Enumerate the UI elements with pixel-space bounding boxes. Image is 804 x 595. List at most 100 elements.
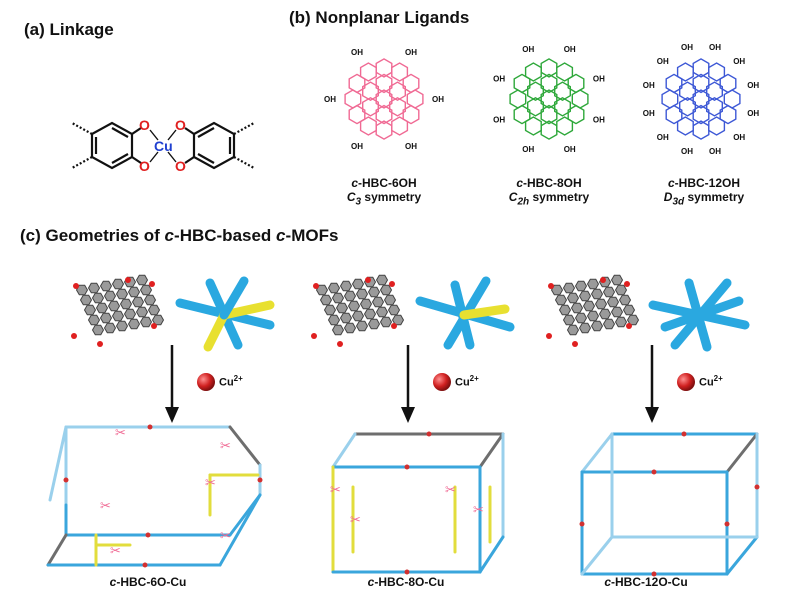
carbon-ring [375,306,389,318]
aromatic-ring [375,73,393,94]
hydroxyl-label: OH [351,48,363,57]
hydroxyl-label: OH [405,142,417,151]
aromatic-ring [406,89,424,109]
carbon-ring [367,286,381,298]
oxygen-atom [548,283,554,289]
aromatic-ring [402,104,420,125]
hydroxyl-label: OH [643,109,655,118]
copper-atom: Cu [154,138,173,154]
aromatic-ring [676,62,694,82]
carbon-ring [327,282,341,294]
oxygen-atom [546,333,552,339]
carbon-ring [363,308,377,320]
oxygen-atom [149,281,155,287]
carbon-ring [135,274,149,286]
carbon-ring [622,304,636,316]
carbon-ring [131,296,145,308]
hydroxyl-label: OH [522,45,534,54]
oxygen-atom [389,281,395,287]
aromatic-ring [708,62,726,82]
carbon-ring [99,312,113,324]
linkage-structure: O O O O Cu [71,117,255,174]
scissors-icon: ✂ [473,502,484,517]
aromatic-ring [723,89,741,109]
aromatic-ring [556,62,574,82]
carbon-ring [594,298,608,310]
carbon-ring [99,280,113,292]
carbon-ring [570,302,584,314]
oxygen-atom [337,341,343,347]
aromatic-ring [344,89,362,109]
aromatic-ring [665,104,683,125]
carbon-ring [95,302,109,314]
carbon-ring [590,320,604,332]
carbon-ring [119,298,133,310]
carbon-ring [618,294,632,306]
carbon-ring [351,278,365,290]
node-rods-6o [175,276,275,352]
carbon-ring [343,322,357,334]
node-rods-12o [648,278,750,352]
scissors-icon: ✂ [350,512,361,527]
hydroxyl-label: OH [747,109,759,118]
aromatic-ring [388,96,407,117]
carbon-ring [379,316,393,328]
panel-a-title: (a) Linkage [24,20,114,39]
carbon-ring [87,282,101,294]
copper-ion-sphere [197,373,215,391]
hydroxyl-label: OH [564,45,576,54]
framework-label-6o-cu: c-HBC-6O-Cu [109,575,187,589]
carbon-ring [123,308,137,320]
aromatic-ring [402,73,420,94]
aromatic-ring [513,104,531,125]
carbon-ring [83,304,97,316]
aromatic-ring [388,81,407,102]
carbon-ring [111,310,125,322]
aromatic-ring [527,96,544,117]
scissors-icon: ✂ [220,528,231,543]
oxygen-atom: O [139,117,150,133]
oxygen-atom [600,277,606,283]
carbon-ring [586,278,600,290]
aromatic-ring [719,73,737,94]
carbon-ring [586,310,600,322]
ligand-label-8oh: c-HBC-8OH C2h symmetry [508,176,590,208]
ligand-3d-model [546,274,640,347]
aromatic-ring [708,116,726,136]
carbon-ring [111,278,125,290]
aromatic-ring [692,89,710,109]
carbon-ring [339,280,353,292]
oxygen-atom [572,341,578,347]
carbon-ring [574,312,588,324]
carbon-ring [139,284,153,296]
carbon-ring [339,312,353,324]
oxygen-atom [391,323,397,329]
aromatic-ring [567,73,585,94]
copper-ion-label: Cu2+ [699,374,723,389]
aromatic-ring [524,62,542,82]
carbon-ring [371,296,385,308]
hydroxyl-label: OH [681,43,693,52]
carbon-ring [598,308,612,320]
carbon-ring [614,284,628,296]
carbon-ring [602,286,616,298]
carbon-ring [582,300,596,312]
hydroxyl-label: OH [733,133,745,142]
reaction-arrow [165,345,179,423]
aromatic-ring [705,96,724,117]
hydroxyl-label: OH [593,116,605,125]
scissors-icon: ✂ [205,475,216,490]
aromatic-ring [362,81,379,102]
panel-b-title: (b) Nonplanar Ligands [289,8,470,27]
hydroxyl-label: OH [351,142,363,151]
framework-6o-cu: ✂ ✂ ✂ ✂ ✂ ✂ [46,424,263,568]
carbon-ring [87,314,101,326]
carbon-ring [359,298,373,310]
oxygen-atom [125,277,131,283]
aromatic-ring [679,96,696,117]
oxygen-atom [311,333,317,339]
aromatic-ring [362,96,379,117]
copper-ion-label: Cu2+ [219,374,243,389]
carbon-ring [562,314,576,326]
aromatic-ring [661,89,679,109]
